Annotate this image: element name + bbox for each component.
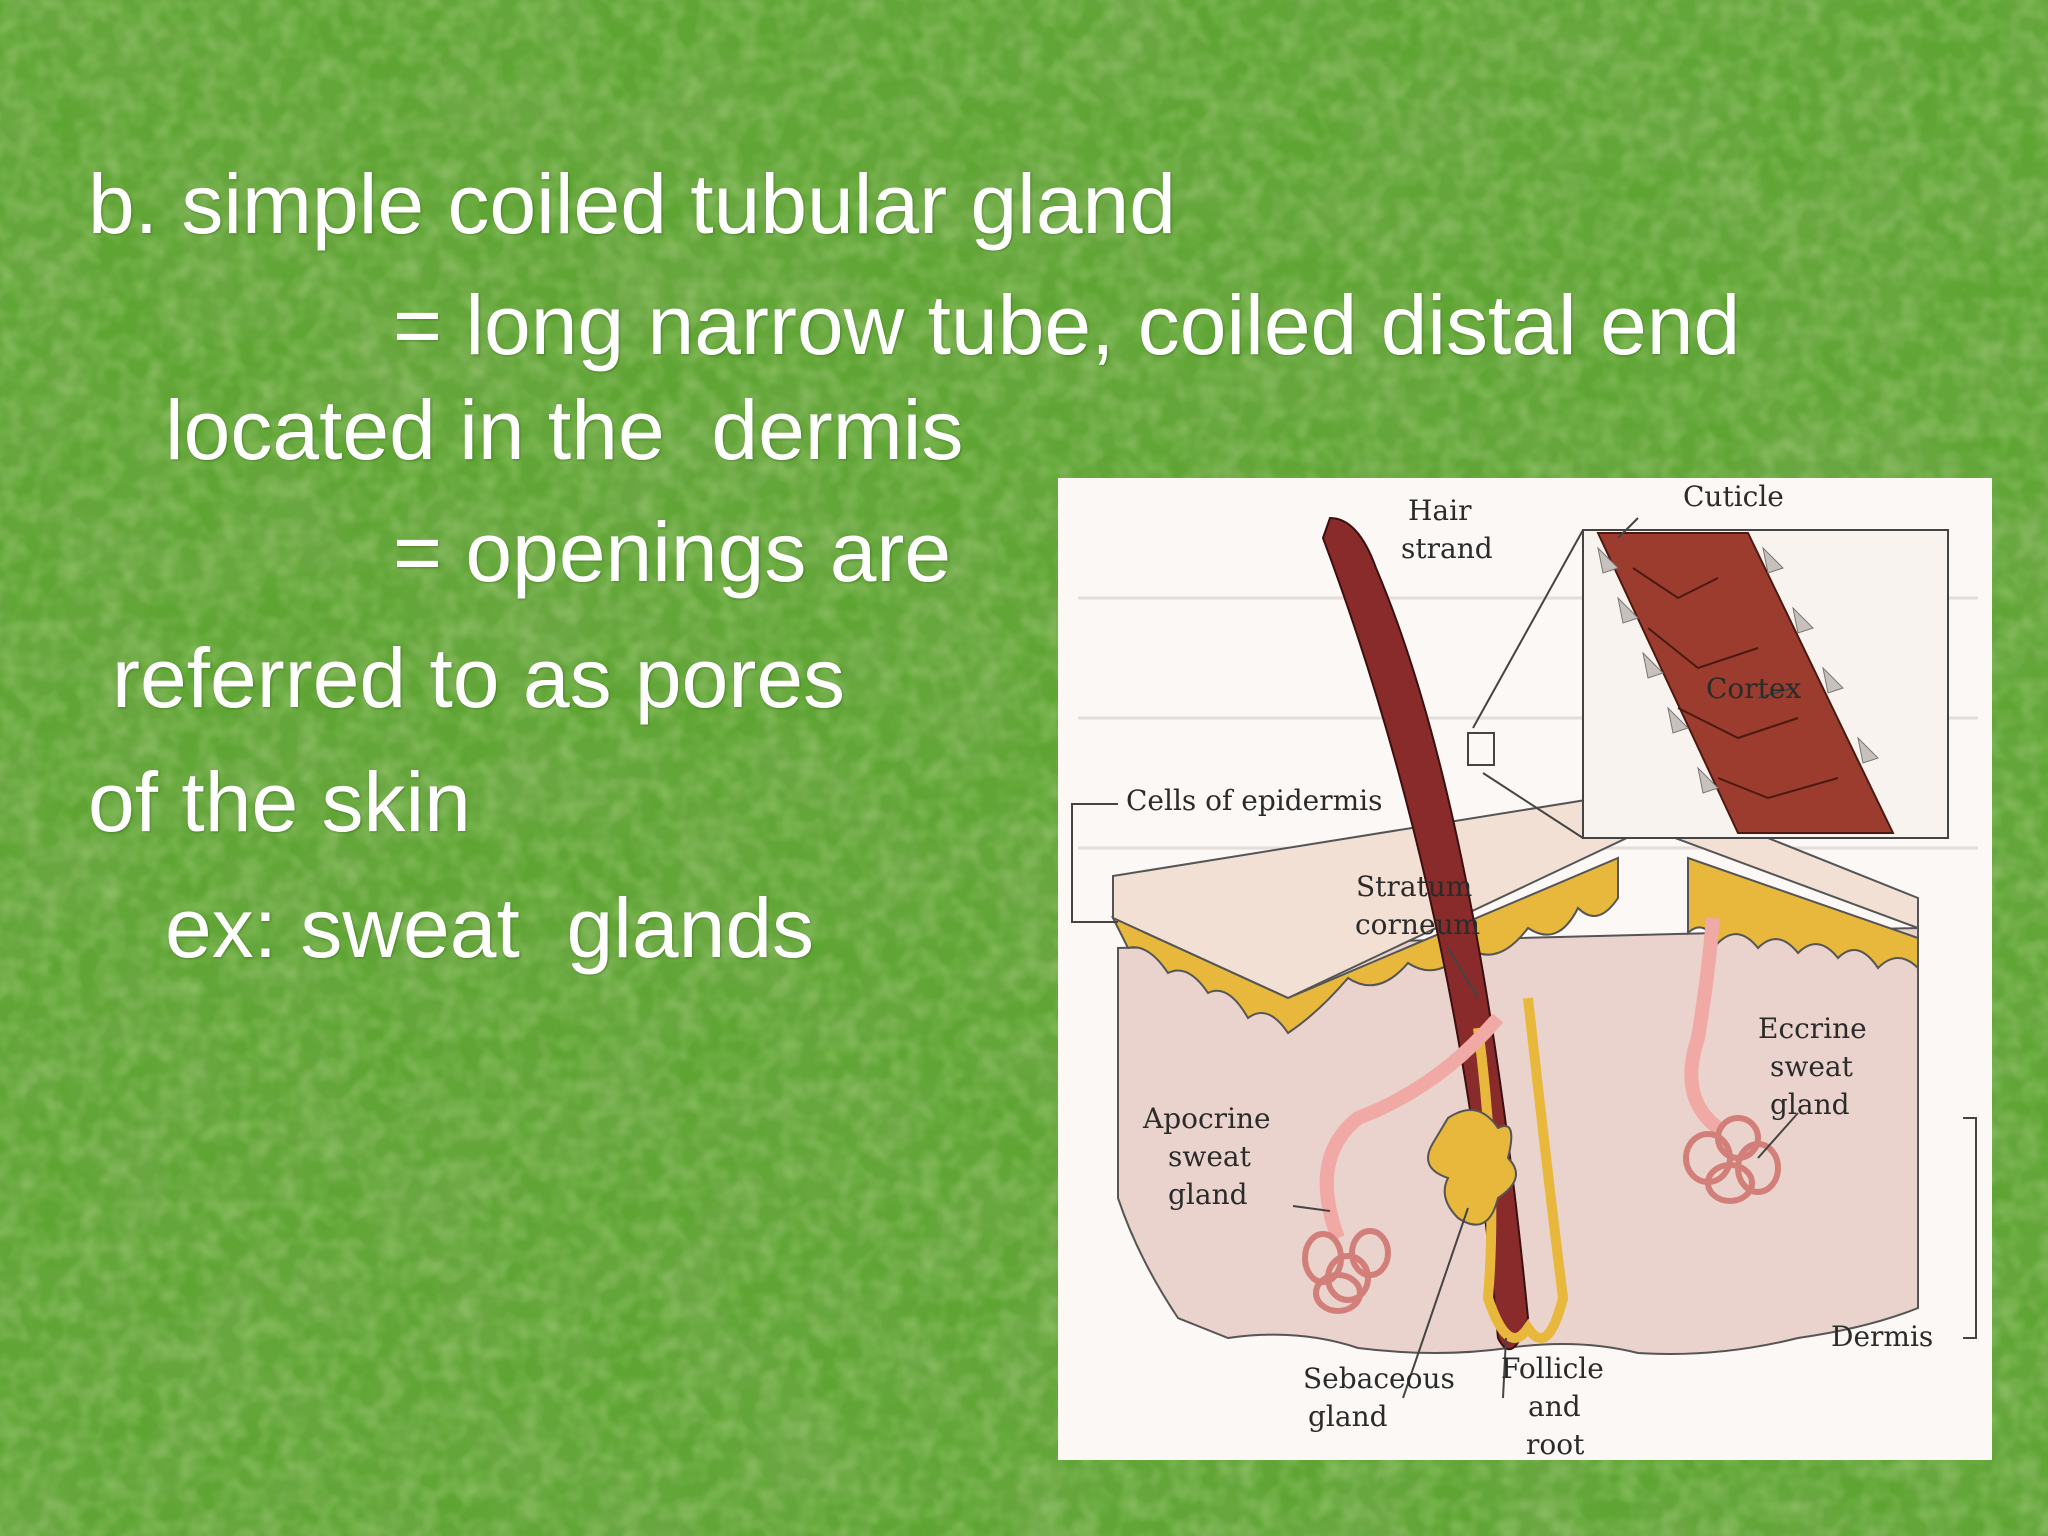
label-corneum: corneum (1355, 908, 1480, 941)
inset-connector-bottom (1482, 772, 1584, 839)
label-stratum: Stratum (1356, 870, 1472, 903)
label-cells-of-epidermis: Cells of epidermis (1126, 784, 1383, 817)
text-line-skin: of the skin (88, 755, 471, 849)
text-line-location: located in the dermis (165, 383, 964, 477)
eccrine-coil (1683, 1115, 1781, 1204)
label-eccrine-gland: gland (1770, 1088, 1850, 1121)
cortex-strip (1596, 532, 1895, 834)
label-dermis: Dermis (1831, 1320, 1933, 1353)
label-cortex: Cortex (1706, 672, 1801, 705)
skin-block (1110, 788, 1919, 1355)
text-line-pores: referred to as pores (112, 631, 846, 725)
epidermis-layer-left (1110, 856, 1619, 1035)
skin-diagram: Hair strand Cuticle Cortex Cells of epid… (1058, 478, 1992, 1460)
label-follicle: Follicle (1501, 1352, 1604, 1385)
label-cuticle: Cuticle (1683, 480, 1784, 513)
label-sebaceous-gland: gland (1308, 1400, 1388, 1433)
inset-source-box (1467, 732, 1495, 766)
text-line-tube-description: = long narrow tube, coiled distal end (393, 278, 1741, 372)
sebaceous-gland (1427, 1109, 1517, 1226)
inset-connector-top (1472, 529, 1584, 729)
cortex-cell-lines (1632, 567, 1839, 800)
label-eccrine-sweat: sweat (1770, 1050, 1854, 1083)
cuticle-scales (1597, 546, 1879, 794)
leader-lines (1071, 517, 1977, 1399)
epidermis-layer-right (1687, 856, 1919, 971)
label-apocrine-sweat: sweat (1168, 1140, 1252, 1173)
label-eccrine: Eccrine (1758, 1012, 1867, 1045)
apocrine-coil (1302, 1228, 1391, 1314)
label-apocrine-gland: gland (1168, 1178, 1248, 1211)
label-follicle-root: root (1526, 1428, 1585, 1460)
eccrine-duct (1684, 917, 1723, 1134)
label-follicle-and: and (1528, 1390, 1581, 1423)
label-hair-strand: Hair (1408, 494, 1472, 527)
text-line-gland-type: b. simple coiled tubular gland (88, 157, 1176, 251)
hair-cross-section-inset (1467, 529, 1949, 839)
skin-cross-section-illustration: Hair strand Cuticle Cortex Cells of epid… (1071, 480, 1978, 1460)
apocrine-duct (1319, 1013, 1504, 1241)
text-line-example: ex: sweat glands (165, 881, 815, 975)
label-hair-strand-2: strand (1401, 532, 1493, 565)
label-sebaceous: Sebaceous (1303, 1362, 1455, 1395)
text-line-openings: = openings are (393, 505, 952, 599)
label-apocrine: Apocrine (1142, 1102, 1271, 1135)
